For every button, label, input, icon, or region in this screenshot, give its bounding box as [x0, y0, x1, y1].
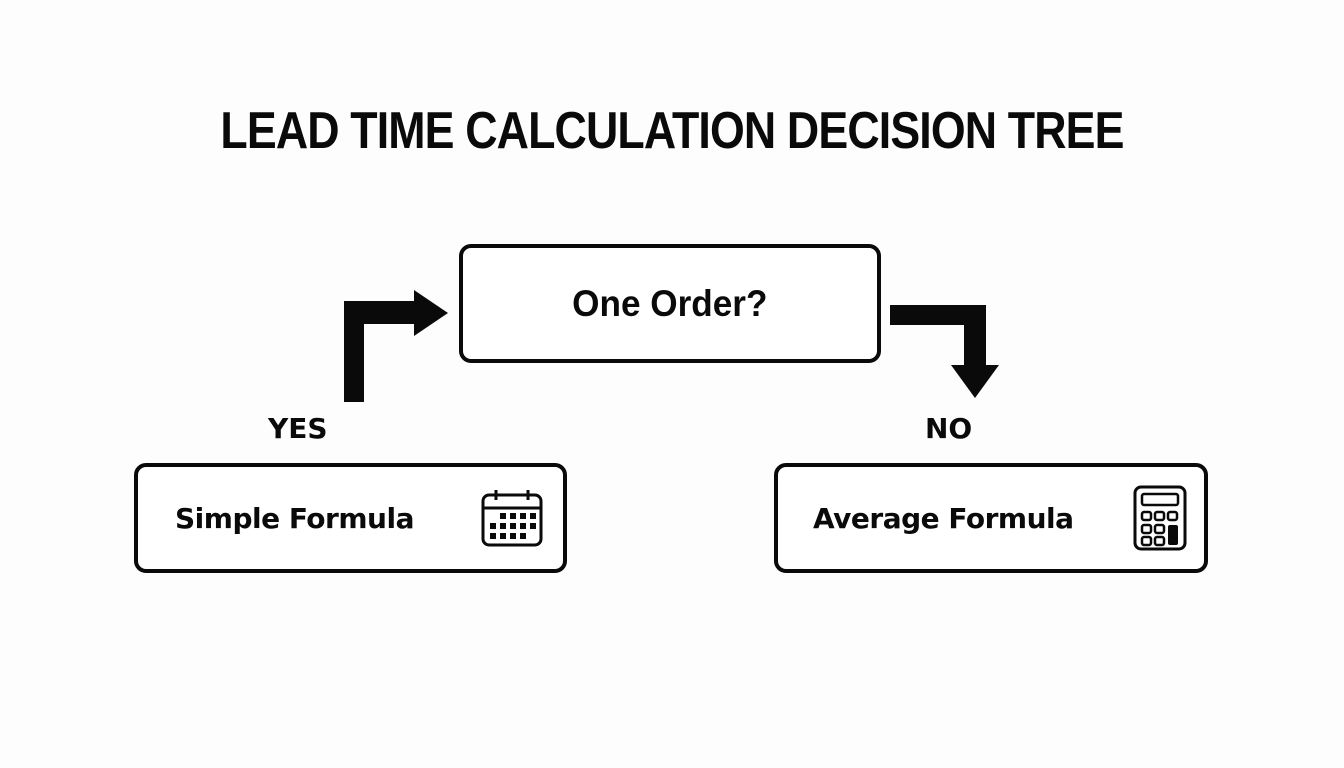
- calendar-icon: [481, 490, 543, 547]
- no-arrow: [890, 305, 999, 398]
- average-formula-label: Average Formula: [813, 501, 1074, 535]
- calculator-icon: [1133, 485, 1187, 551]
- decision-node: One Order?: [459, 244, 881, 363]
- simple-formula-label: Simple Formula: [175, 501, 414, 535]
- simple-formula-node: Simple Formula: [134, 463, 567, 573]
- yes-arrow: [344, 290, 448, 402]
- decision-question: One Order?: [572, 282, 768, 324]
- no-label: NO: [925, 412, 973, 445]
- average-formula-node: Average Formula: [774, 463, 1208, 573]
- diagram-title: LEAD TIME CALCULATION DECISION TREE: [220, 102, 1124, 160]
- yes-label: YES: [268, 412, 328, 445]
